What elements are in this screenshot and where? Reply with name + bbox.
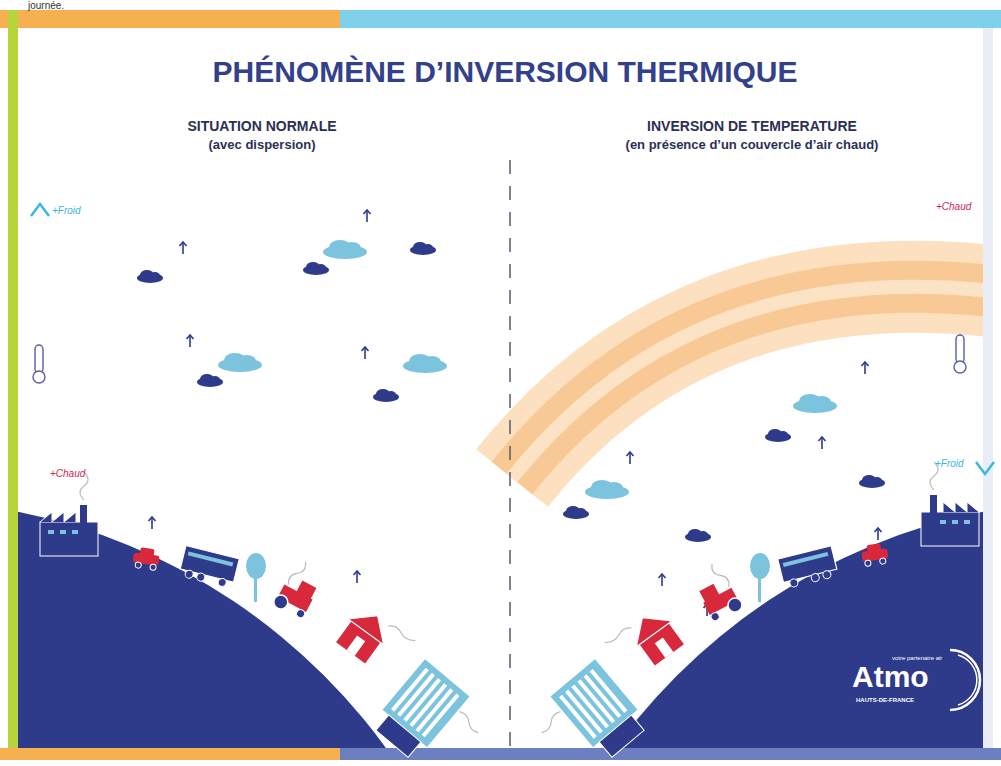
scale-label: +Froid (52, 205, 81, 217)
scale-label: +Chaud (936, 201, 971, 213)
panel-heading: SITUATION NORMALE (187, 118, 336, 134)
main-title: PHÉNOMÈNE D’INVERSION THERMIQUE (212, 55, 797, 90)
scale-label: +Chaud (50, 468, 85, 480)
panel-subheading: (avec dispersion) (209, 138, 316, 153)
panel-heading: INVERSION DE TEMPERATURE (647, 118, 857, 134)
scale-label: +Froid (935, 458, 964, 470)
panel-subheading: (en présence d’un couvercle d’air chaud) (626, 138, 879, 153)
text-fragment: journée. (28, 0, 64, 12)
logo-name: Atmo (852, 660, 929, 695)
logo-region: HAUTS-DE-FRANCE (856, 697, 914, 704)
